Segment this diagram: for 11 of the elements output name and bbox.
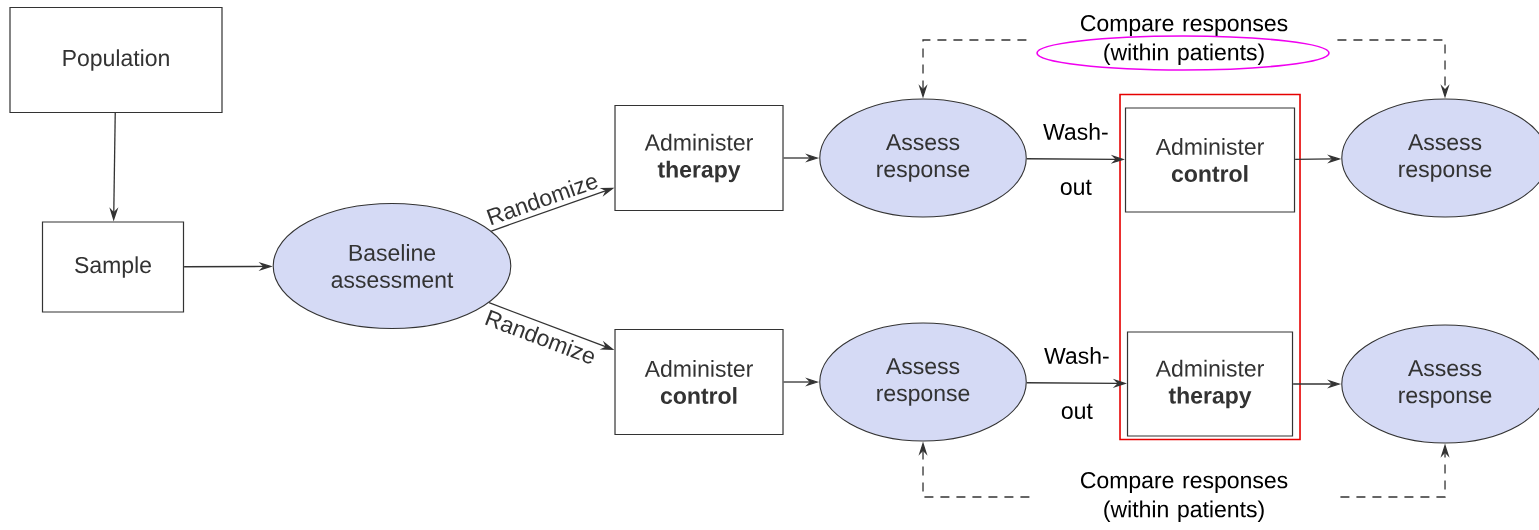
edge-label: Wash- out	[1043, 123, 1108, 195]
process-box: Administer control	[1124, 107, 1296, 213]
edge-label: Compare responses (within patients)	[1032, 470, 1336, 524]
process-box: Administer therapy	[1126, 331, 1294, 437]
process-box: Sample	[41, 221, 185, 313]
edge-label: Wash- out	[1044, 347, 1109, 419]
highlight-frame	[1119, 93, 1301, 441]
process-box: Administer control	[614, 328, 784, 436]
edge-label: Compare responses (within patients)	[1032, 13, 1336, 67]
process-box: Administer therapy	[614, 104, 784, 212]
process-box: Population	[9, 6, 223, 114]
